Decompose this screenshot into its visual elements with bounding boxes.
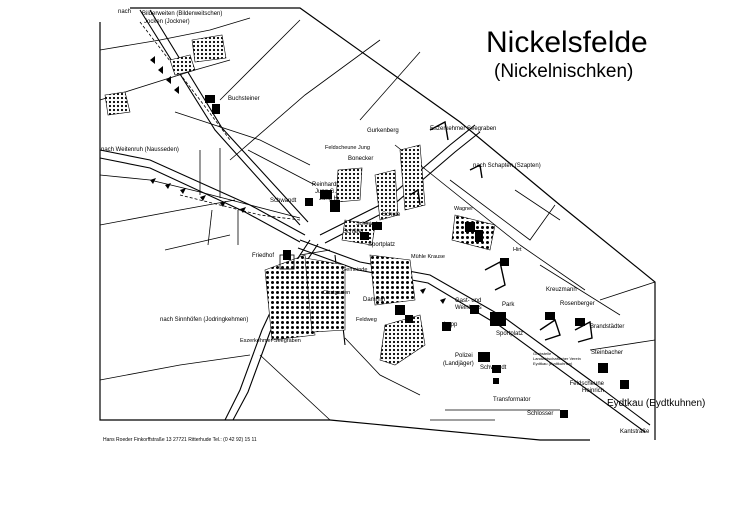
label-gemeinde: Gemeinde <box>342 267 368 273</box>
label-weitenruh: nach Weitenruh (Nausseden) <box>101 147 179 153</box>
label-schule: Schule <box>382 212 401 218</box>
label-landjaeger: (Landjäger) <box>443 361 474 367</box>
label-feldscheune-jung: Feldscheune Jung <box>325 145 370 151</box>
label-bonecker: Bonecker <box>348 156 374 162</box>
label-schlosser: Schlosser <box>527 411 554 417</box>
orchards <box>104 34 496 366</box>
label-schmiede: Schmiede <box>356 221 381 227</box>
label-kreuzmann: Kreuzmann <box>546 287 577 293</box>
label-jung-g: Jung G. <box>315 189 337 195</box>
label-obstgarten: Obstgarten <box>323 290 351 296</box>
tree-rows <box>150 56 446 304</box>
label-rosenberger: Rosenberger <box>560 301 595 307</box>
label-hirt: Hirt <box>513 247 522 253</box>
label-sportplatz-s: Sportplatz <box>496 331 524 337</box>
label-schaefer: Schäfer <box>343 229 364 235</box>
label-park: Park <box>502 302 515 308</box>
label-polizei: Polizei <box>455 353 473 359</box>
label-bilderweiten: Bilderweiten (Bilderweitschen) <box>142 11 223 17</box>
label-gurkenberg: Gurkenberg <box>367 128 399 134</box>
label-transformator: Transformator <box>493 397 531 403</box>
label-jocken: Jocken (Jockner) <box>144 19 190 25</box>
label-sportplatz-n: Sportplatz <box>368 242 396 248</box>
label-gasthaus: Gast- und Weinhaus <box>455 298 482 311</box>
label-nach: nach <box>118 9 132 15</box>
label-brandstaedter: Brandstädter <box>590 324 625 330</box>
label-schwandt-w: Schwandt <box>270 198 297 204</box>
map-subtitle: (Nickelnischken) <box>494 61 634 82</box>
label-kantstrasse: Kantstraße <box>620 429 650 435</box>
label-muehle: Mühle Krause <box>411 254 445 260</box>
label-buchsteiner: Buchsteiner <box>228 96 260 102</box>
label-lupp: Lupp <box>444 322 458 328</box>
label-seegraben-ne: Eszerkehmer Seegraben <box>430 126 497 132</box>
label-friedhof: Friedhof <box>252 253 275 259</box>
label-jung-h: Jung H. <box>319 196 340 202</box>
label-grabstelle: Grabstelle Landwirtschaftlicher Verein E… <box>533 351 581 366</box>
label-eydtkau: Eydtkau (Eydtkuhnen) <box>607 398 706 409</box>
label-wagner: Wagner <box>454 206 474 212</box>
map-title: Nickelsfelde <box>486 26 648 59</box>
field-lines <box>99 17 656 421</box>
label-reinhardt: Reinhardt <box>312 182 339 188</box>
label-steinbacher: Steinbacher <box>591 350 624 356</box>
dashed-track <box>139 21 231 141</box>
label-schapten: nach Schapten (Szapten) <box>473 163 541 169</box>
label-seegraben-sw: Eszerkehmer Seegraben <box>240 338 301 344</box>
buildings <box>205 95 629 418</box>
dashed-track-east <box>179 194 301 221</box>
map-footer: Hans Roeder Finkorffstraße 13 27721 Ritt… <box>103 437 257 443</box>
label-schwandt-e: Schwandt <box>480 365 507 371</box>
label-feldscheune-heinrich: Feldscheune Heinrich <box>569 381 604 394</box>
label-dammin: Dammin <box>363 297 386 303</box>
building-outlines <box>409 120 593 343</box>
label-sinnhoefen: nach Sinnhöfen (Jodringkehmen) <box>160 317 249 323</box>
label-feldweg: Feldweg <box>356 317 377 323</box>
cemetery-marker <box>279 254 295 270</box>
